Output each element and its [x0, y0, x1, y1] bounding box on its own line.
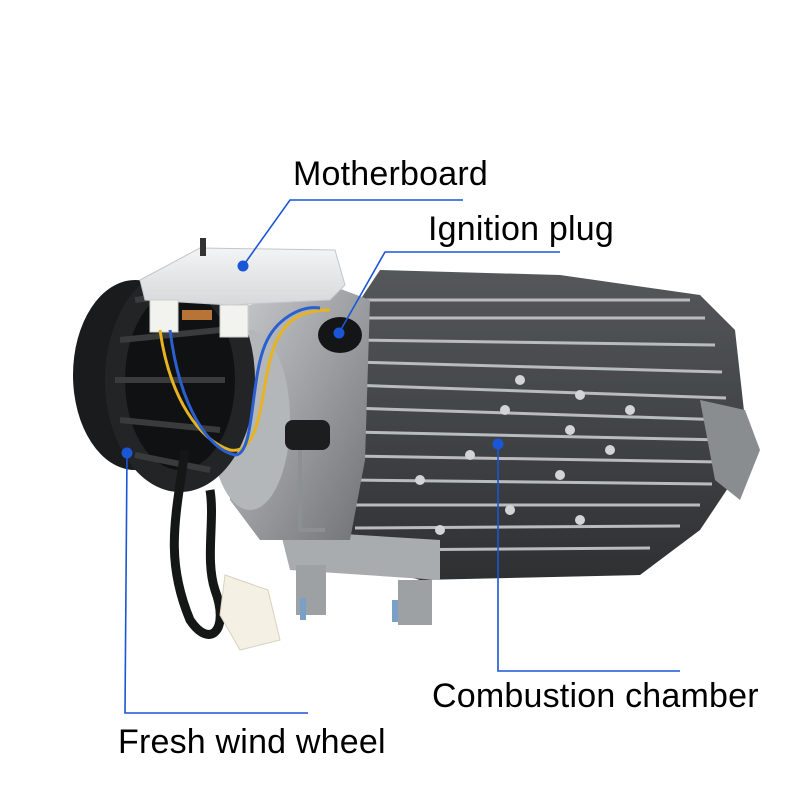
cable-harness: [169, 449, 281, 651]
callout-line-ignition-plug: [338, 251, 560, 334]
callout-line-motherboard: [242, 199, 463, 267]
label-motherboard: Motherboard: [293, 155, 488, 193]
callout-lines: [124, 199, 680, 714]
label-combustion-chamber: Combustion chamber: [432, 677, 759, 715]
combustion-chamber-body: [340, 270, 760, 580]
callout-line-combustion-chamber: [497, 444, 680, 672]
motherboard-body: [139, 238, 346, 338]
label-ignition-plug: Ignition plug: [428, 210, 614, 248]
callout-dots: [121, 260, 504, 459]
callout-line-fresh-wind-wheel: [124, 452, 308, 714]
label-fresh-wind-wheel: Fresh wind wheel: [118, 723, 386, 761]
callout-dot-combustion-chamber: [492, 438, 504, 450]
callout-dot-ignition-plug: [333, 327, 345, 339]
callout-dot-motherboard: [237, 260, 249, 272]
wires: [158, 306, 331, 457]
callout-dot-fresh-wind-wheel: [121, 447, 133, 459]
mounting-base: [280, 530, 440, 625]
